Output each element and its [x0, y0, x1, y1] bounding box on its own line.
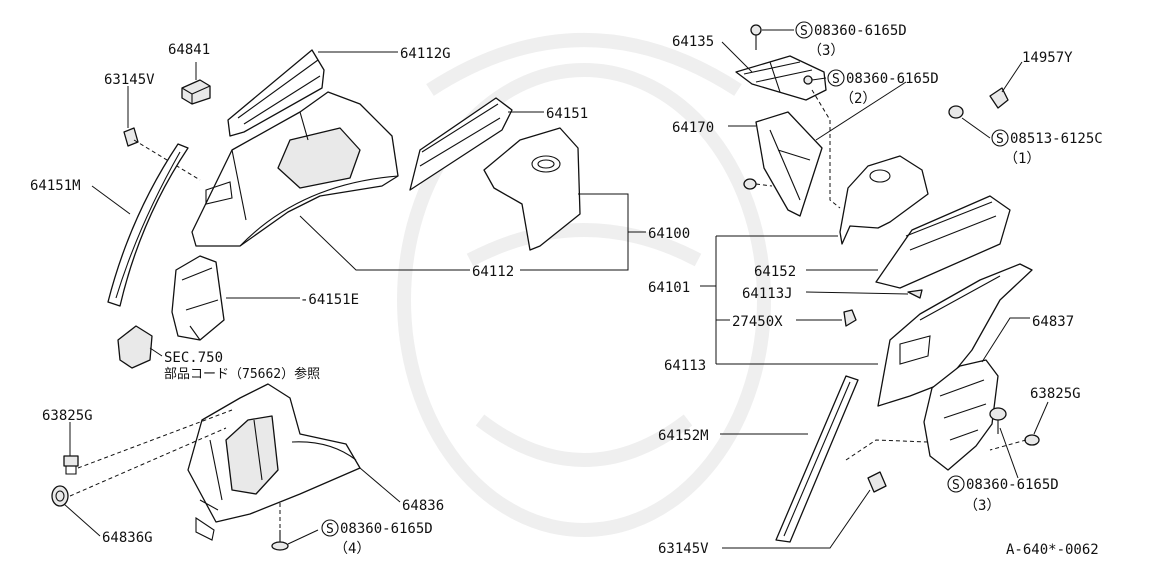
bolt-right-center[interactable]	[989, 407, 1007, 434]
label-27450x: 27450X	[732, 314, 783, 330]
s-circle-t2	[827, 69, 845, 87]
label-64151e: -64151E	[300, 292, 359, 308]
label-64152: 64152	[754, 264, 796, 280]
label-14957y: 14957Y	[1022, 50, 1073, 66]
part-64152[interactable]	[875, 195, 1011, 289]
label-64112g: 64112G	[400, 46, 451, 62]
part-64152m[interactable]	[775, 375, 859, 543]
label-diagram-ref: A-640*-0062	[1006, 542, 1099, 558]
label-64151: 64151	[546, 106, 588, 122]
part-64170[interactable]	[755, 111, 823, 217]
part-64135[interactable]	[735, 55, 827, 101]
part-64836[interactable]	[187, 383, 361, 541]
label-08360-top-1: 08360-6165D	[814, 23, 907, 39]
label-08360-bottom-right: 08360-6165D	[966, 477, 1059, 493]
s-mark-t1: S	[800, 24, 808, 39]
label-63825g-right: 63825G	[1030, 386, 1081, 402]
part-63145v-left[interactable]	[123, 127, 139, 147]
label-64837: 64837	[1032, 314, 1074, 330]
label-64135: 64135	[672, 34, 714, 50]
label-63145v-right: 63145V	[658, 541, 709, 557]
label-64113j: 64113J	[742, 286, 793, 302]
label-08513: 08513-6125C	[1010, 131, 1103, 147]
part-63145v-right[interactable]	[867, 471, 887, 493]
bolt-64170[interactable]	[743, 178, 757, 190]
bolt-08513[interactable]	[948, 105, 964, 119]
part-64151m[interactable]	[107, 143, 189, 307]
part-27450x[interactable]	[843, 309, 857, 327]
part-64100[interactable]	[483, 127, 581, 251]
label-64152m: 64152M	[658, 428, 709, 444]
part-sec750[interactable]	[117, 325, 153, 369]
part-64112[interactable]	[191, 91, 399, 247]
label-64101: 64101	[648, 280, 690, 296]
label-64112: 64112	[472, 264, 514, 280]
part-64151e[interactable]	[171, 255, 225, 341]
s-circle-br	[947, 475, 965, 493]
s-mark-t2: S	[832, 72, 840, 87]
label-64170: 64170	[672, 120, 714, 136]
part-63825g-left[interactable]	[63, 455, 79, 475]
label-64113: 64113	[664, 358, 706, 374]
label-64836: 64836	[402, 498, 444, 514]
s-mark-bl: S	[326, 522, 334, 537]
part-64101[interactable]	[839, 155, 929, 245]
label-08360-bottom-left: 08360-6165D	[340, 521, 433, 537]
s-mark-br: S	[952, 478, 960, 493]
label-64100: 64100	[648, 226, 690, 242]
screw-bottom-left[interactable]	[271, 530, 289, 551]
s-mark-08513: S	[996, 132, 1004, 147]
s-circle-08513	[991, 129, 1009, 147]
part-64112g[interactable]	[227, 49, 325, 137]
label-buhin-code: 部品コード（75662）参照	[164, 366, 320, 382]
bolt-second[interactable]	[803, 75, 813, 85]
s-circle-bl	[321, 519, 339, 537]
label-64836g: 64836G	[102, 530, 153, 546]
s-circle-t1	[795, 21, 813, 39]
part-14957y[interactable]	[989, 87, 1009, 109]
label-64151m: 64151M	[30, 178, 81, 194]
label-qty-3-bottom: （3）	[964, 498, 1000, 514]
label-qty-2: （2）	[840, 91, 876, 107]
label-qty-4: （4）	[334, 541, 370, 557]
part-64841[interactable]	[181, 79, 211, 105]
label-08360-top-2: 08360-6165D	[846, 71, 939, 87]
label-64841: 64841	[168, 42, 210, 58]
label-qty-1: （1）	[1004, 151, 1040, 167]
part-64151[interactable]	[409, 97, 513, 191]
watermark-emblem	[397, 33, 771, 537]
part-64837[interactable]	[923, 359, 999, 471]
label-63145v-left: 63145V	[104, 72, 155, 88]
part-63825g-right[interactable]	[1024, 434, 1040, 446]
label-sec750: SEC.750	[164, 350, 223, 366]
part-64113j[interactable]	[907, 289, 923, 299]
part-64836g[interactable]	[51, 485, 69, 507]
bolt-top[interactable]	[750, 24, 762, 50]
label-qty-3-top: （3）	[808, 43, 844, 59]
label-63825g-left: 63825G	[42, 408, 93, 424]
